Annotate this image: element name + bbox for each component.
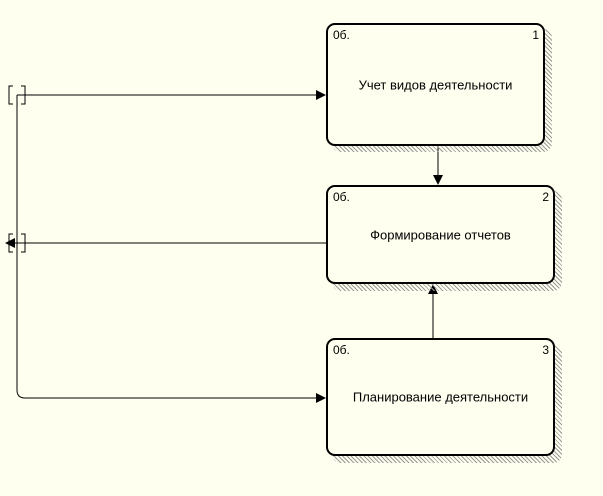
arrowhead-left xyxy=(5,238,15,248)
activity-box-1[interactable]: 0б. 1 Учет видов деятельности xyxy=(326,23,545,146)
arrowhead-box2-top xyxy=(433,175,443,185)
box-number: 3 xyxy=(542,343,549,357)
activity-box-2[interactable]: 0б. 2 Формирование отчетов xyxy=(326,185,555,284)
arrowhead-box-1 xyxy=(316,90,326,100)
arrowhead-box-3 xyxy=(316,393,326,403)
box-label: Учет видов деятельности xyxy=(358,77,513,92)
box-cost: 0б. xyxy=(333,28,350,42)
tunnel-bracket-top xyxy=(8,85,26,105)
box-label: Планирование деятельности xyxy=(352,389,529,405)
box-number: 1 xyxy=(532,28,539,42)
box-cost: 0б. xyxy=(333,343,350,357)
box-number: 2 xyxy=(542,190,549,204)
box-label: Формирование отчетов xyxy=(370,227,511,242)
activity-box-3[interactable]: 0б. 3 Планирование деятельности xyxy=(326,338,555,456)
box-cost: 0б. xyxy=(333,190,350,204)
left-connector-line xyxy=(16,95,318,399)
